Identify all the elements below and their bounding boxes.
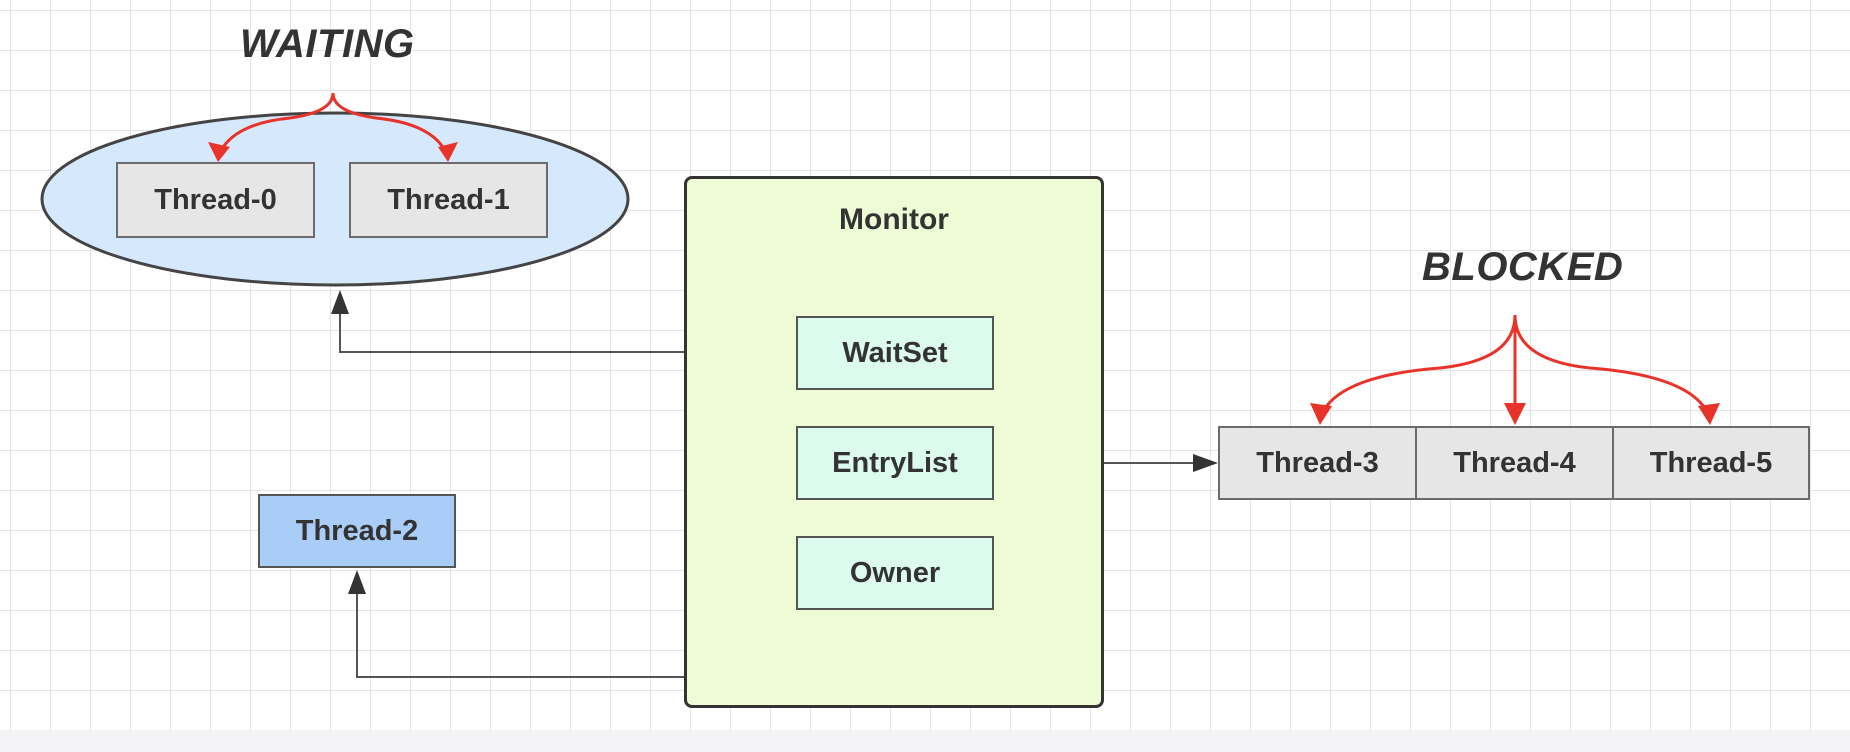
thread-0-box: Thread-0 [116, 162, 315, 238]
blocked-label: BLOCKED [1422, 245, 1624, 289]
thread-3-cell: Thread-3 [1220, 428, 1417, 498]
thread-5-cell: Thread-5 [1649, 446, 1773, 479]
waiting-arrowhead-right [438, 142, 458, 162]
waiting-arrow-left [216, 92, 335, 158]
waitset-connector [339, 312, 796, 353]
thread-1-box: Thread-1 [349, 162, 548, 238]
blocked-arrowhead-center [1504, 403, 1526, 425]
waitset-arrowhead [331, 290, 349, 314]
owner-arrowhead [348, 570, 366, 594]
monitor-title: Monitor [839, 203, 949, 236]
owner-slot: Owner [796, 536, 994, 610]
entrylist-slot: EntryList [796, 426, 994, 500]
thread-2-box: Thread-2 [258, 494, 456, 568]
blocked-arrow-right [1513, 314, 1712, 419]
blocked-arrowhead-right [1698, 403, 1720, 425]
blocked-thread-group: Thread-3 Thread-4 Thread-5 [1218, 426, 1810, 500]
entrylist-arrowhead [1193, 454, 1218, 472]
waiting-arrow-right [331, 92, 450, 158]
bottom-strip [0, 730, 1850, 752]
waiting-arrowhead-left [208, 142, 230, 162]
waiting-label: WAITING [240, 22, 415, 66]
blocked-arrow-left [1318, 314, 1517, 419]
monitor-box: Monitor [684, 176, 1104, 708]
waiting-ellipse [40, 111, 630, 287]
thread-4-cell: Thread-4 [1417, 428, 1614, 498]
blocked-arrowhead-left [1310, 403, 1332, 425]
waitset-slot: WaitSet [796, 316, 994, 390]
